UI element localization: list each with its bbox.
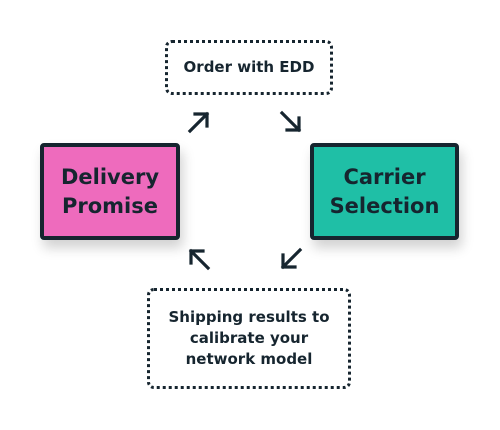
delivery-promise-label-line1: Delivery [60, 164, 160, 189]
shipping-results-label-line2: calibrate your [189, 329, 309, 347]
order-with-edd-label: Order with EDD [183, 58, 315, 76]
arrow-up-left-icon [188, 248, 211, 271]
carrier-selection-label-line2: Selection [329, 193, 440, 218]
shipping-results-label-line3: network model [185, 350, 313, 368]
delivery-promise-node: Delivery Promise [40, 143, 180, 240]
arrow-down-left-icon [280, 247, 303, 270]
shipping-results-node: Shipping results to calibrate your netwo… [147, 288, 351, 389]
carrier-selection-label-line1: Carrier [343, 164, 426, 189]
order-with-edd-node: Order with EDD [165, 40, 333, 95]
carrier-selection-node: Carrier Selection [310, 143, 459, 240]
delivery-promise-label-line2: Promise [62, 193, 158, 218]
arrow-up-right-icon [187, 111, 210, 134]
shipping-results-label-line1: Shipping results to [168, 308, 330, 326]
arrow-down-right-icon [279, 110, 302, 133]
